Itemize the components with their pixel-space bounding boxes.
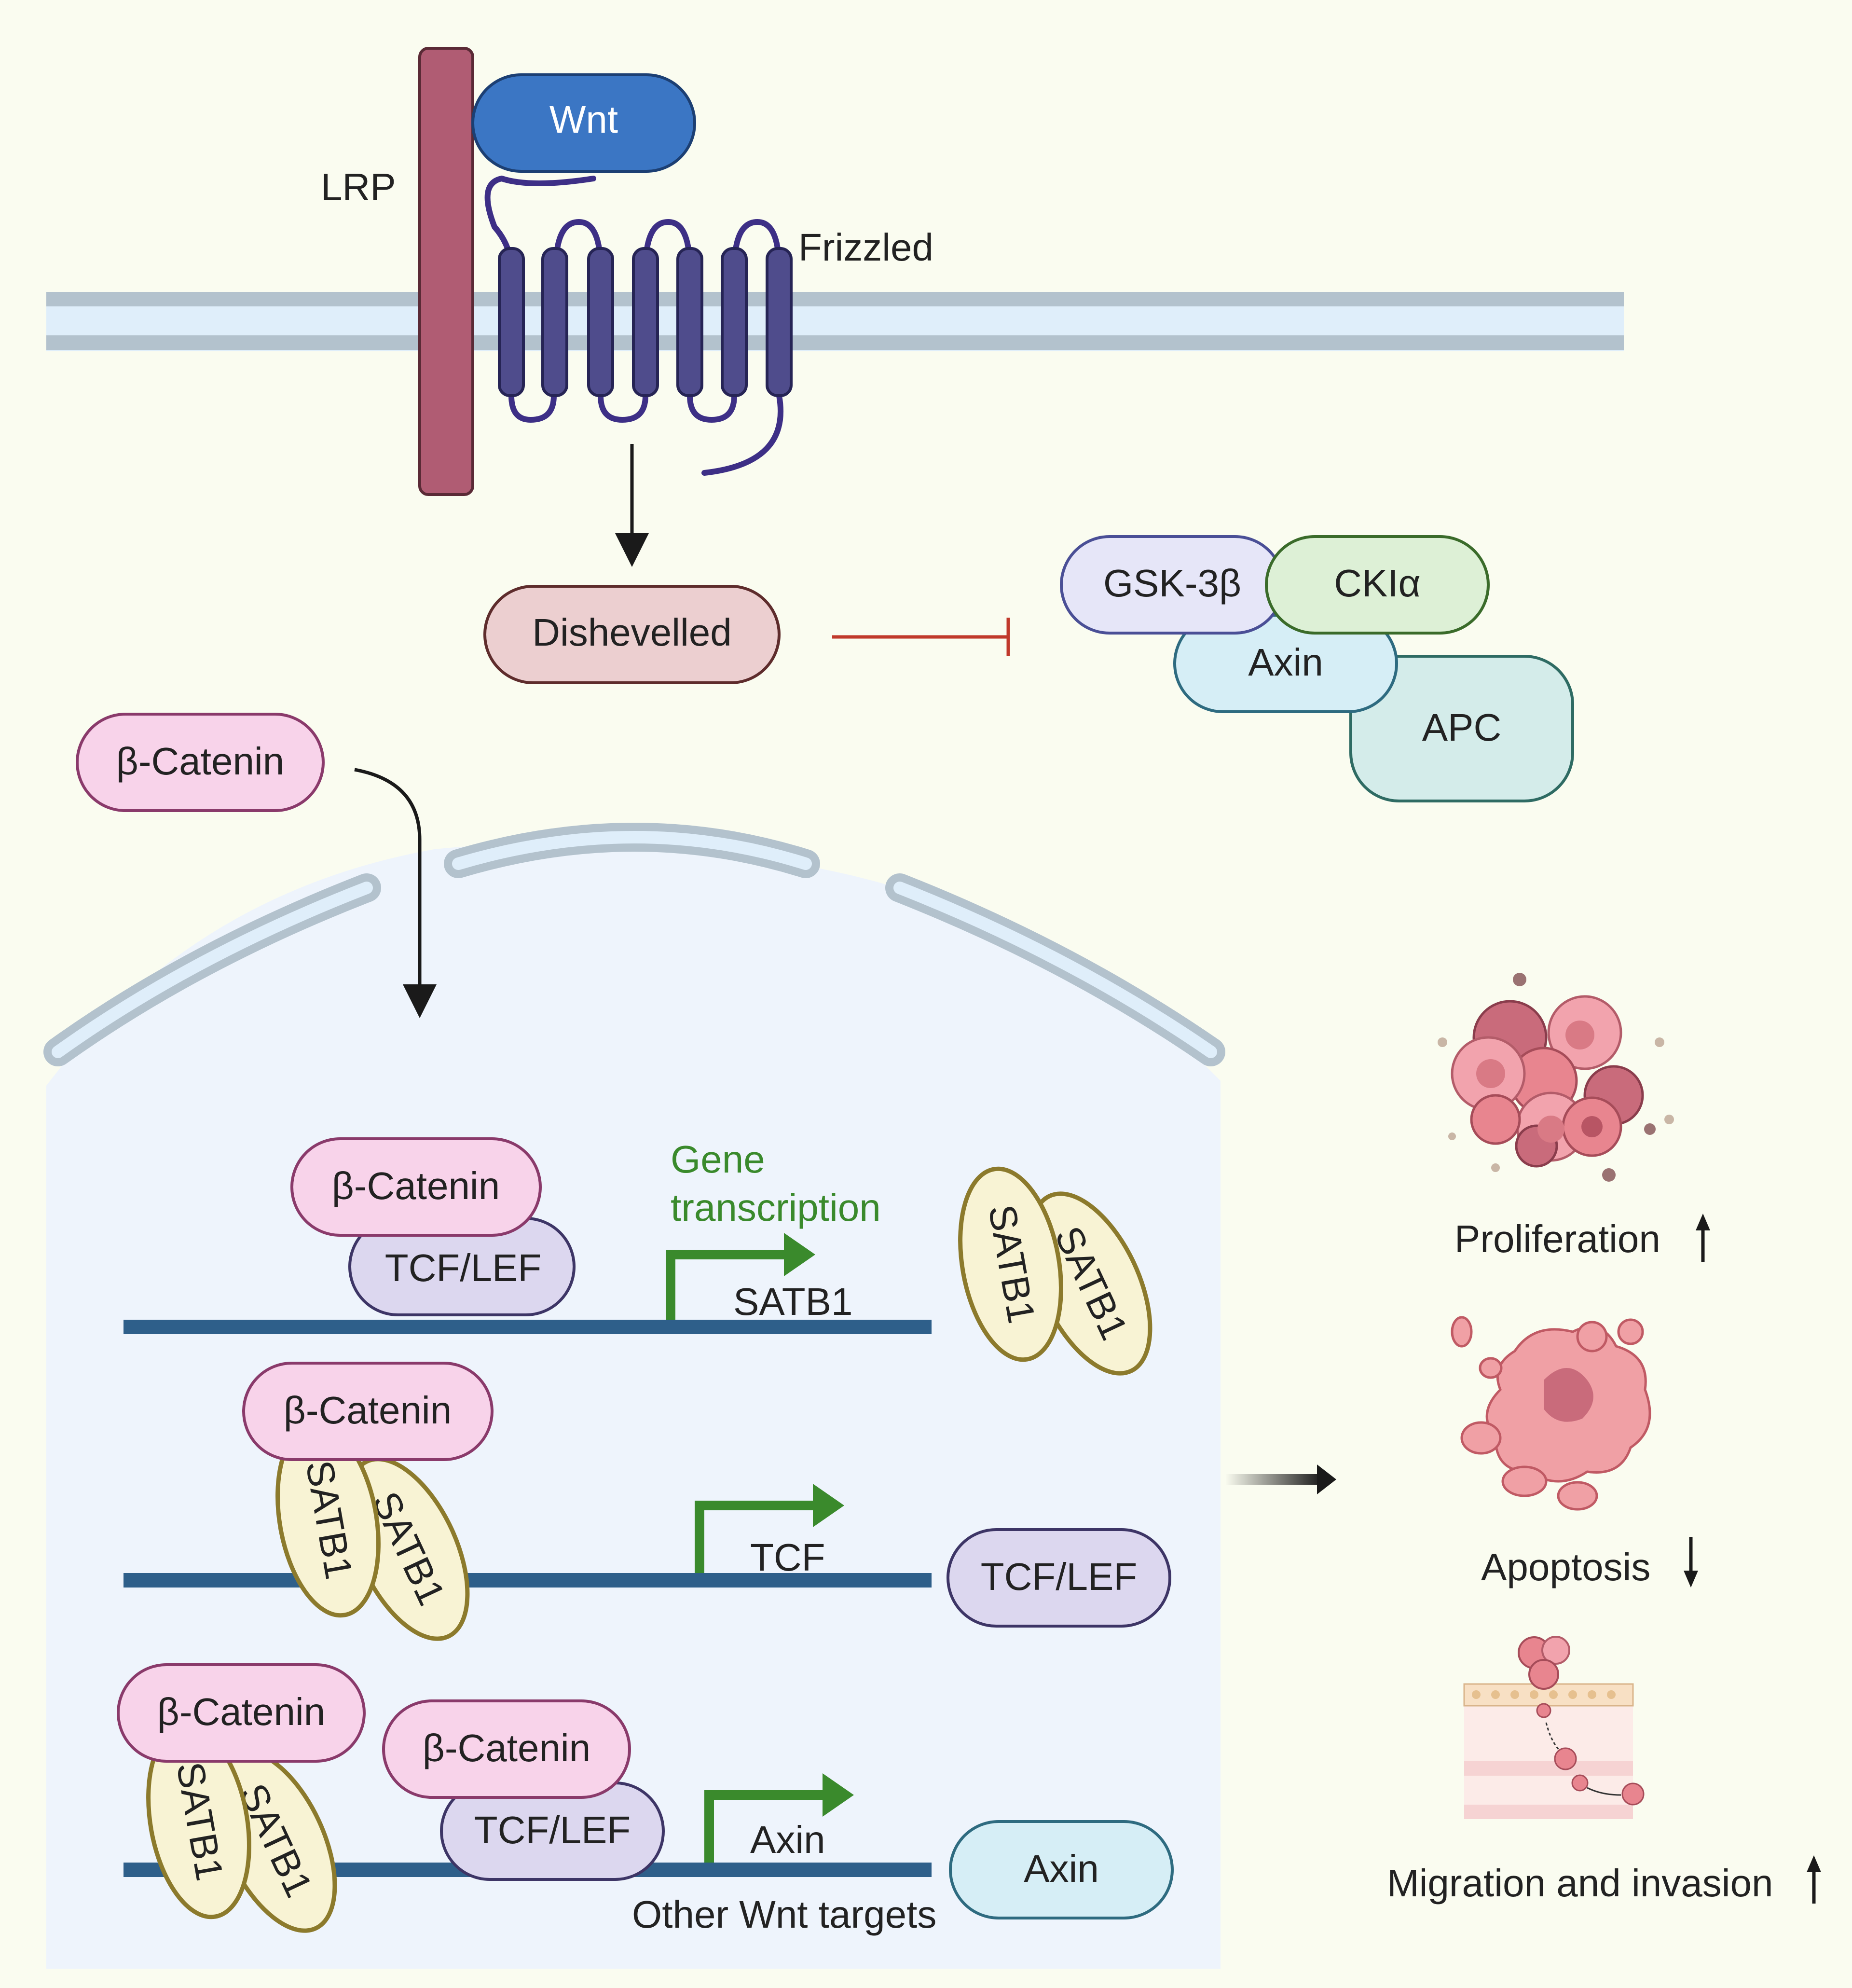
tcf-lef-label-3: TCF/LEF — [474, 1809, 631, 1851]
tcf-lef-label-1: TCF/LEF — [385, 1246, 541, 1289]
cytoplasmic-beta-catenin: β-Catenin — [76, 713, 325, 812]
destruction-complex: APC Axin GSK-3β CKIα — [1060, 535, 1574, 802]
lrp-receptor: LRP — [321, 47, 474, 496]
frizzled-receptor: Frizzled — [484, 175, 933, 476]
tcf-lef-product: TCF/LEF — [947, 1528, 1171, 1628]
arrow-up-icon — [1696, 1214, 1710, 1262]
tcf-lef-product-label: TCF/LEF — [981, 1555, 1137, 1598]
beta-catenin-4: β-Catenin — [382, 1699, 631, 1799]
migration-illustration — [1463, 1636, 1645, 1819]
proliferation-illustration — [1438, 973, 1674, 1182]
target-gene-axin: Axin — [750, 1818, 825, 1861]
outcome-proliferation: Proliferation — [1454, 1214, 1710, 1262]
beta-catenin-1: β-Catenin — [290, 1137, 542, 1237]
outcome-proliferation-label: Proliferation — [1454, 1217, 1660, 1260]
gene-transcription-label: Gene transcription — [671, 1138, 881, 1229]
satb1-dimer-1: SATB1 SATB1 — [958, 1166, 1152, 1376]
beta-catenin-label-4: β-Catenin — [423, 1726, 590, 1769]
wnt-label: Wnt — [549, 98, 618, 141]
beta-catenin-2: β-Catenin — [242, 1362, 494, 1461]
outcome-arrow — [1225, 1464, 1336, 1494]
apoptosis-illustration — [1451, 1316, 1651, 1511]
arrow-down-icon — [1684, 1537, 1698, 1588]
axin-protein: Axin — [1173, 614, 1398, 713]
outcome-apoptosis: Apoptosis — [1481, 1537, 1698, 1588]
lrp-label: LRP — [321, 166, 396, 208]
frizzled-label: Frizzled — [798, 226, 933, 269]
beta-catenin-label-2: β-Catenin — [284, 1389, 452, 1432]
target-gene-satb1: SATB1 — [733, 1280, 853, 1323]
other-wnt-targets-label: Other Wnt targets — [632, 1893, 936, 1936]
satb1-dimer-3: SATB1 SATB1 — [146, 1724, 337, 1933]
axin-product: Axin — [949, 1820, 1174, 1919]
dishevelled-label: Dishevelled — [532, 611, 732, 654]
gsk3b-label: GSK-3β — [1103, 562, 1241, 605]
beta-catenin-label-1: β-Catenin — [332, 1164, 500, 1207]
outcome-migration-invasion: Migration and invasion — [1387, 1855, 1821, 1905]
ck1a-protein: CKIα — [1265, 535, 1490, 635]
inhibition-arrow — [832, 618, 1010, 656]
tcf-lef-complex-3: TCF/LEF — [440, 1781, 665, 1881]
dna-strand-2 — [123, 1573, 932, 1588]
transcription-start-arrow-1 — [666, 1233, 815, 1320]
gene-transcription-line2: transcription — [671, 1186, 881, 1229]
apc-label: APC — [1422, 706, 1502, 749]
cell-membrane — [46, 292, 1624, 351]
beta-catenin-label-3: β-Catenin — [157, 1690, 325, 1733]
ck1a-label: CKIα — [1334, 562, 1421, 605]
gene-transcription-line1: Gene — [671, 1138, 765, 1181]
beta-catenin-3: β-Catenin — [117, 1663, 366, 1763]
arrow-up-icon — [1807, 1855, 1821, 1904]
transcription-start-arrow-2 — [695, 1484, 844, 1573]
outcome-apoptosis-label: Apoptosis — [1481, 1546, 1650, 1588]
apc-protein: APC — [1349, 655, 1574, 802]
axin-label: Axin — [1248, 641, 1323, 684]
satb1-dimer-2: SATB1 SATB1 — [275, 1422, 470, 1641]
target-gene-tcf: TCF — [750, 1536, 825, 1579]
dna-strand-1 — [123, 1320, 932, 1334]
gsk3b-protein: GSK-3β — [1060, 535, 1285, 635]
translocation-arrow — [354, 768, 437, 1018]
transcription-start-arrow-3 — [704, 1773, 854, 1863]
beta-catenin-label: β-Catenin — [116, 740, 284, 783]
wnt-ligand: Wnt — [471, 73, 696, 173]
outcome-migration-label: Migration and invasion — [1387, 1862, 1773, 1905]
axin-product-label: Axin — [1024, 1847, 1099, 1890]
dishevelled-protein: Dishevelled — [483, 585, 781, 684]
